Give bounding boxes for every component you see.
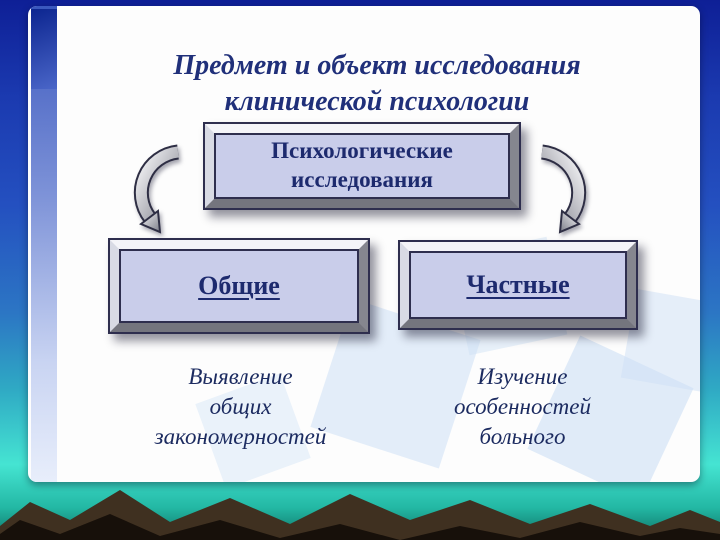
right-branch-box: Частные — [398, 240, 638, 330]
right-caption-line: Изучение — [477, 364, 568, 389]
right-branch-box-face: Частные — [409, 251, 627, 319]
root-box: Психологические исследования — [203, 122, 521, 210]
left-caption-line: закономерностей — [154, 423, 327, 449]
root-box-label: Психологические исследования — [271, 138, 453, 192]
left-branch-box-bevel: Общие — [110, 240, 368, 332]
left-branch-box: Общие — [108, 238, 370, 334]
root-box-face: Психологические исследования — [214, 133, 510, 199]
right-branch-box-bevel: Частные — [400, 242, 636, 328]
left-caption-line: общих — [209, 393, 272, 419]
slide-title-line2: клинической психологии — [224, 85, 530, 117]
right-caption-line: особенностей — [454, 393, 591, 419]
right-caption-line: больного — [479, 423, 566, 449]
left-branch-caption: Выявление общих закономерностей — [128, 362, 353, 452]
right-branch-caption: Изучение особенностей больного — [410, 362, 635, 452]
curved-arrow-down-right-icon — [540, 144, 587, 234]
content-panel: Предмет и объект исследования клиническо… — [28, 6, 700, 482]
slide-title-line1: Предмет и объект исследования — [173, 50, 581, 81]
left-branch-box-face: Общие — [119, 249, 359, 323]
right-branch-box-label: Частные — [466, 270, 570, 299]
root-box-bevel: Психологические исследования — [205, 124, 519, 208]
curved-arrow-down-left-icon — [133, 144, 180, 234]
mountain-silhouette — [0, 490, 720, 540]
left-caption-line: Выявление — [188, 364, 293, 389]
slide-title: Предмет и объект исследования клиническо… — [62, 48, 692, 119]
left-stripe-top-square — [31, 9, 57, 89]
left-branch-box-label: Общие — [198, 271, 280, 300]
